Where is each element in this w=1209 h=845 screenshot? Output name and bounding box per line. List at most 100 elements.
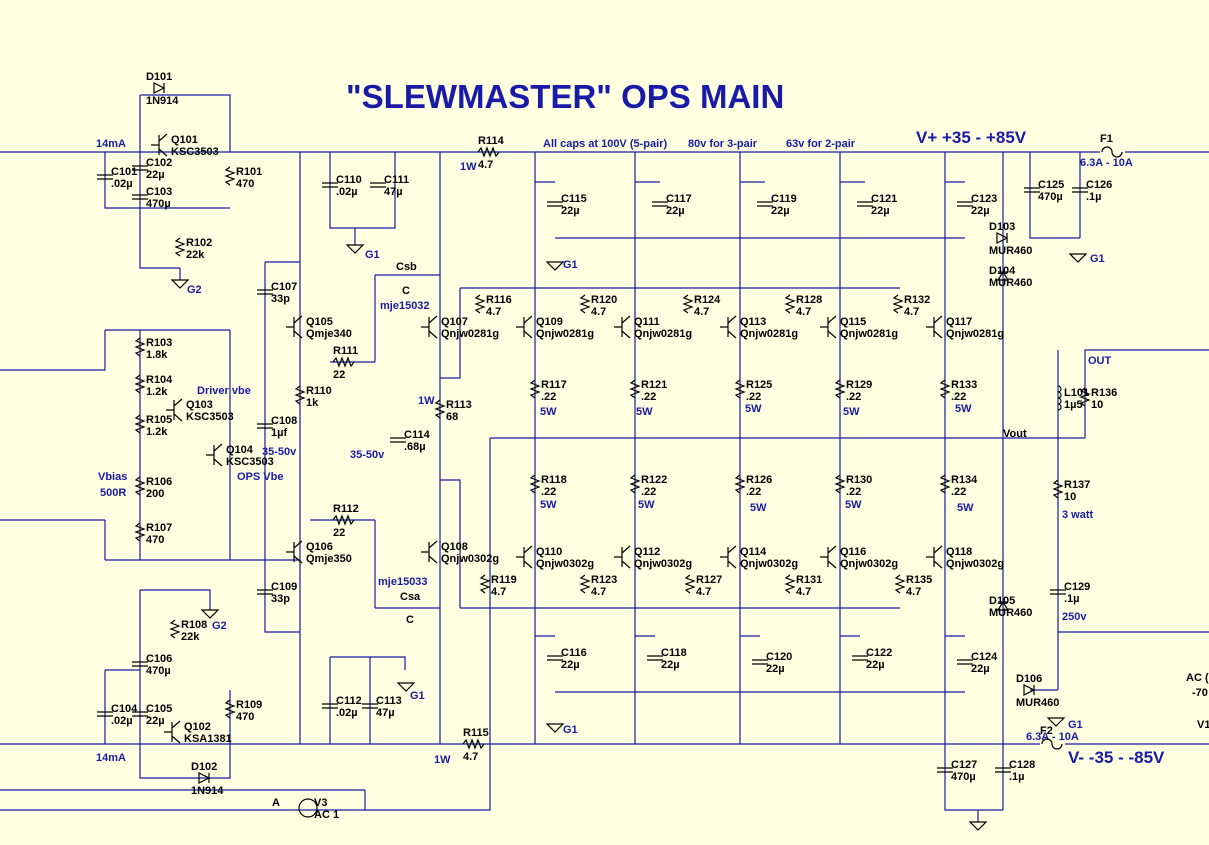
component-value: Qnjw0302g — [840, 558, 898, 570]
component-value: KSC3503 — [226, 456, 274, 468]
component-ref: Q117 — [946, 316, 972, 328]
component-value: .02µ — [111, 715, 133, 727]
component-ref: R118 — [541, 474, 567, 486]
ground-label: G1 — [563, 259, 578, 271]
component-ref: R107 — [146, 522, 172, 534]
symbol — [996, 600, 1010, 611]
note-mje15032: mje15032 — [380, 300, 430, 312]
component-value: .22 — [951, 486, 966, 498]
component-ref: C126 — [1086, 179, 1112, 191]
component-value: .22 — [951, 391, 966, 403]
component-value: 22µ — [146, 715, 165, 727]
component-value: 1µf — [271, 427, 287, 439]
component-ref: D106 — [1016, 673, 1042, 685]
component-value: 22µ — [661, 659, 680, 671]
note-c108-voltage: 35-50v — [262, 446, 297, 458]
symbol — [1041, 738, 1063, 750]
symbol — [682, 294, 694, 314]
component-ref: R136 — [1091, 387, 1117, 399]
symbol — [516, 315, 533, 339]
symbol — [820, 315, 837, 339]
component-value: .1µ — [1086, 191, 1102, 203]
component-ref: C112 — [336, 695, 362, 707]
component-ref: R114 — [478, 135, 505, 147]
wattage-label: 5W — [845, 499, 862, 511]
component-value: 22µ — [866, 659, 885, 671]
component-value: 1k — [306, 397, 319, 409]
component-ref: R127 — [696, 574, 722, 586]
component-value: 22µ — [971, 663, 990, 675]
symbol — [784, 574, 796, 594]
component-value: 4.7 — [591, 586, 606, 598]
component-ref: R117 — [541, 379, 567, 391]
symbol — [257, 289, 273, 295]
component-ref: R120 — [591, 294, 617, 306]
symbol — [1024, 187, 1040, 193]
component-ref: R129 — [846, 379, 872, 391]
component-ref: R104 — [146, 374, 173, 386]
symbol — [834, 379, 846, 399]
component-r129: R129.22 — [834, 379, 872, 403]
symbol — [516, 545, 533, 569]
component-ref: C110 — [336, 174, 362, 186]
symbol — [734, 474, 746, 494]
component-ref: Q111 — [634, 316, 660, 328]
component-value: 4.7 — [486, 306, 501, 318]
symbol — [257, 423, 273, 429]
component-ref: R125 — [746, 379, 772, 391]
component-ref: R113 — [446, 399, 472, 411]
symbol — [529, 474, 541, 494]
symbol — [894, 574, 906, 594]
component-value: 47µ — [384, 186, 403, 198]
component-c101: C101.02µ — [97, 166, 137, 190]
component-ref: C101 — [111, 166, 137, 178]
component-ref: R101 — [236, 166, 262, 178]
component-r126: R126.22 — [734, 474, 772, 498]
component-ref: R131 — [796, 574, 822, 586]
symbol — [224, 166, 236, 186]
component-ref: Q112 — [634, 546, 660, 558]
component-c126: C126.1µ — [1072, 179, 1112, 203]
component-f1: F1 — [1100, 133, 1123, 158]
component-value: Qmje350 — [306, 553, 352, 565]
component-ref: D102 — [191, 761, 217, 773]
component-ref: Q107 — [441, 316, 468, 328]
note-vbias: Vbias — [98, 471, 127, 483]
component-ref: R122 — [641, 474, 667, 486]
component-value: 4.7 — [478, 159, 493, 171]
positive-rail-label: V+ +35 - +85V — [916, 128, 1027, 147]
component-value: 22µ — [561, 659, 580, 671]
component-ref: R109 — [236, 699, 262, 711]
symbol — [151, 133, 168, 157]
component-value: 22 — [333, 369, 345, 381]
component-ref: C128 — [1009, 759, 1035, 771]
component-ref: R110 — [306, 385, 332, 397]
symbol — [1052, 479, 1064, 499]
component-value: 470µ — [951, 771, 976, 783]
wattage-label: 5W — [957, 502, 974, 514]
component-value: Qnjw0281g — [634, 328, 692, 340]
symbol — [134, 337, 146, 357]
symbol — [370, 182, 386, 188]
component-value: 22µ — [666, 205, 685, 217]
component-r118: R118.22 — [529, 474, 567, 498]
component-ref: R103 — [146, 337, 172, 349]
component-value: .22 — [746, 391, 761, 403]
wattage-label: 5W — [955, 403, 972, 415]
component-ref: C108 — [271, 415, 297, 427]
